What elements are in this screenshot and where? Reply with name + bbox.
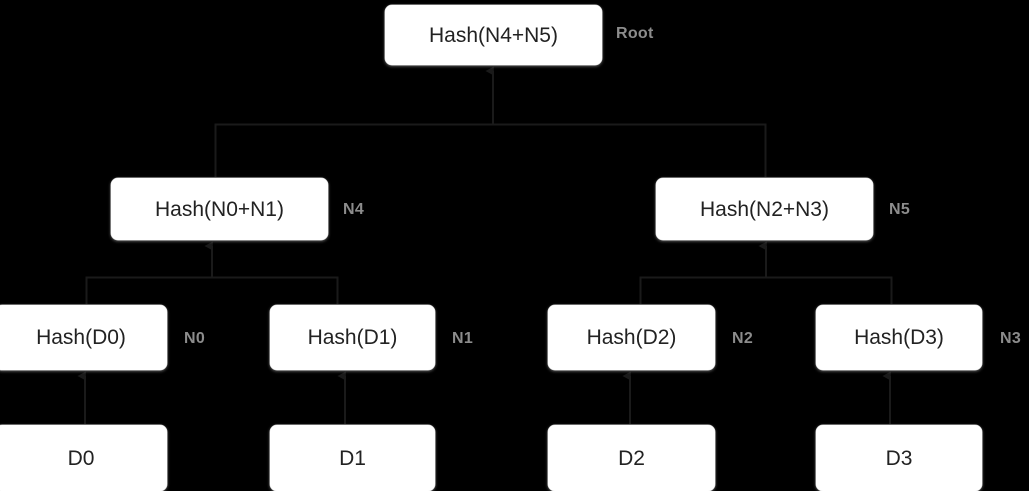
node-d2[interactable]: D2 bbox=[548, 425, 715, 491]
edge-group-n5 bbox=[639, 241, 893, 304]
node-n1[interactable]: Hash(D1) bbox=[270, 305, 435, 370]
node-n4[interactable]: Hash(N0+N1) bbox=[111, 178, 328, 240]
node-label-n0: N0 bbox=[184, 330, 206, 347]
node-label-n1: N1 bbox=[452, 330, 474, 347]
node-n0[interactable]: Hash(D0) bbox=[0, 305, 167, 370]
node-root[interactable]: Hash(N4+N5) bbox=[385, 5, 602, 65]
node-label-n3: N3 bbox=[1000, 330, 1022, 347]
node-label-n4: N4 bbox=[343, 201, 365, 218]
node-label-root: Root bbox=[616, 25, 654, 42]
node-n2[interactable]: Hash(D2) bbox=[548, 305, 715, 370]
node-n3[interactable]: Hash(D3) bbox=[816, 305, 982, 370]
node-label-n2: N2 bbox=[732, 330, 754, 347]
node-d3[interactable]: D3 bbox=[816, 425, 982, 491]
node-label-n5: N5 bbox=[889, 201, 911, 218]
node-d1[interactable]: D1 bbox=[270, 425, 435, 491]
node-n5[interactable]: Hash(N2+N3) bbox=[656, 178, 873, 240]
node-d0[interactable]: D0 bbox=[0, 425, 167, 491]
edge-group-root bbox=[214, 66, 767, 177]
edge-group-data bbox=[77, 371, 891, 424]
edge-group-n4 bbox=[85, 241, 339, 304]
